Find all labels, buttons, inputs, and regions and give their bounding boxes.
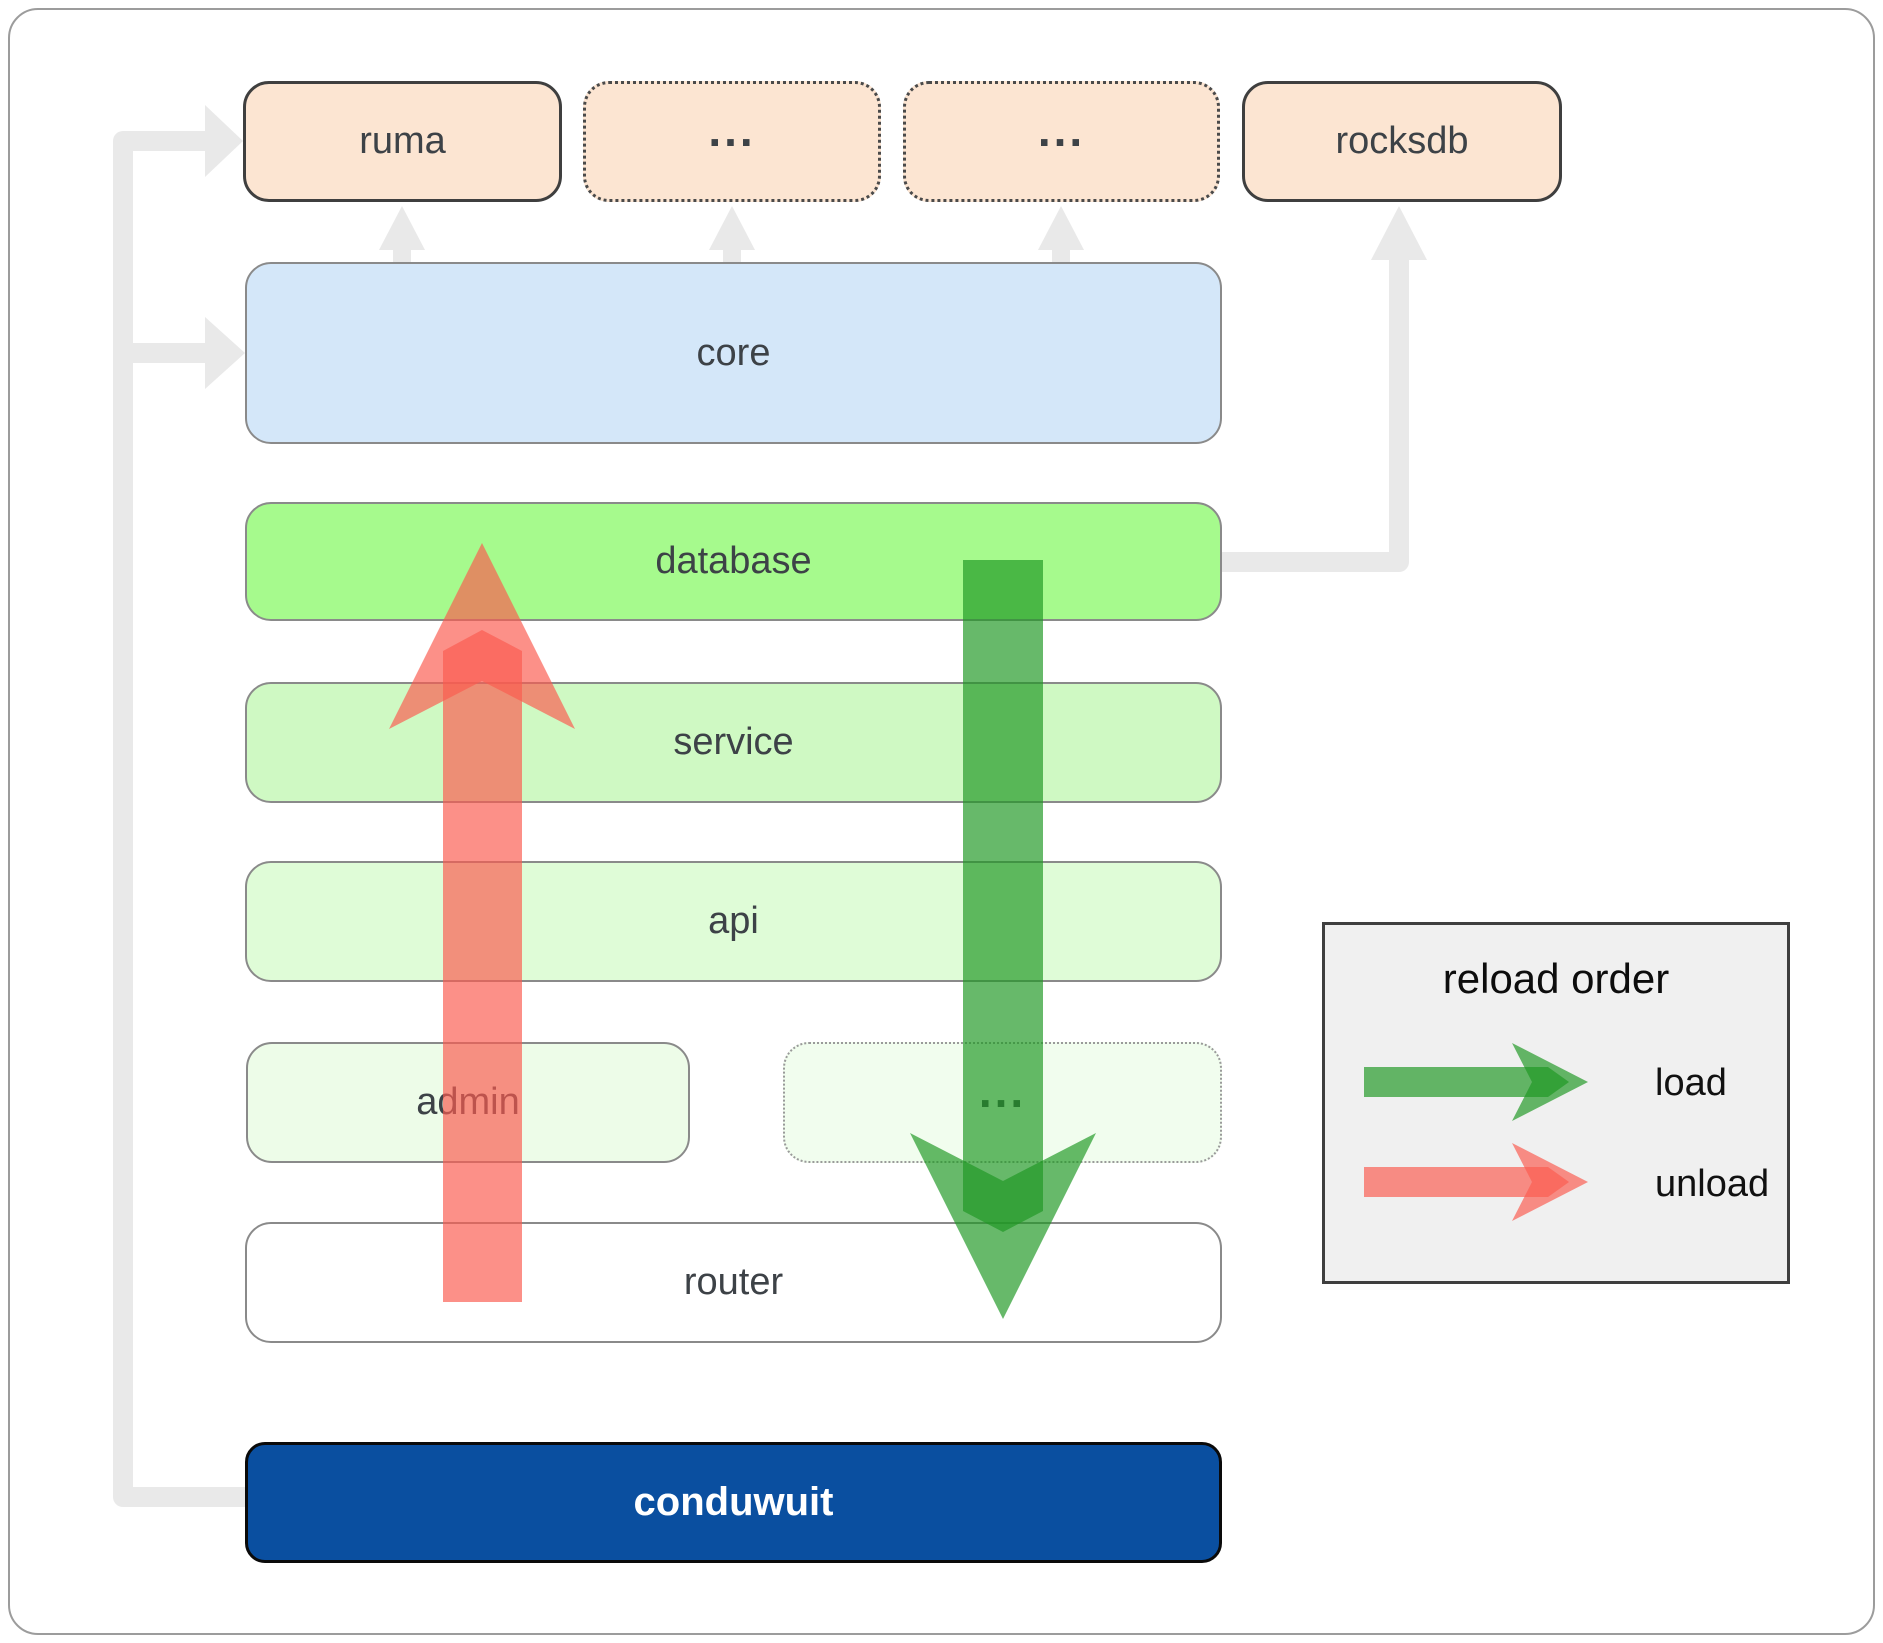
- unload-arrow-icon: [389, 543, 575, 1302]
- box-core-label: core: [696, 331, 771, 374]
- box-conduwuit-label: conduwuit: [633, 1480, 834, 1524]
- connector-database-to-rocksdb: [1222, 260, 1409, 572]
- box-api-label: api: [708, 900, 759, 942]
- load-arrow-icon: [910, 560, 1096, 1319]
- box-database-label: database: [655, 540, 812, 582]
- box-api: api: [245, 861, 1222, 982]
- arrowhead-core-to-ruma: [379, 206, 425, 250]
- arrowhead-core-to-ellipsis2: [1038, 206, 1084, 250]
- legend: reload order load unload: [1322, 922, 1790, 1284]
- box-database: database: [245, 502, 1222, 621]
- box-service-label: service: [673, 721, 794, 763]
- arrowhead-into-ruma: [205, 105, 243, 177]
- box-router-label: router: [683, 1261, 784, 1303]
- box-ellipsis-2: ...: [903, 81, 1220, 202]
- unload-arrow-shaft: [443, 630, 522, 1302]
- load-arrow-shaft: [963, 560, 1043, 1232]
- legend-title: reload order: [1442, 955, 1670, 1002]
- box-ellipsis-2-label: ...: [1037, 103, 1086, 156]
- box-rocksdb-label: rocksdb: [1335, 120, 1469, 162]
- connector-conduwuit-to-top: [113, 131, 245, 1507]
- box-rocksdb: rocksdb: [1242, 81, 1562, 202]
- box-router: router: [245, 1222, 1222, 1343]
- box-conduwuit: conduwuit: [245, 1442, 1222, 1563]
- box-ruma-label: ruma: [359, 120, 446, 162]
- legend-unload-label: unload: [1655, 1163, 1770, 1205]
- box-core: core: [245, 262, 1222, 444]
- box-ellipsis-1-label: ...: [708, 103, 756, 156]
- arrowhead-into-core: [205, 317, 245, 389]
- legend-load-label: load: [1655, 1062, 1727, 1104]
- arrowhead-into-rocksdb: [1371, 206, 1427, 260]
- arrowhead-core-to-ellipsis1: [709, 206, 755, 250]
- box-ruma: ruma: [243, 81, 562, 202]
- box-ellipsis-1: ...: [583, 81, 881, 202]
